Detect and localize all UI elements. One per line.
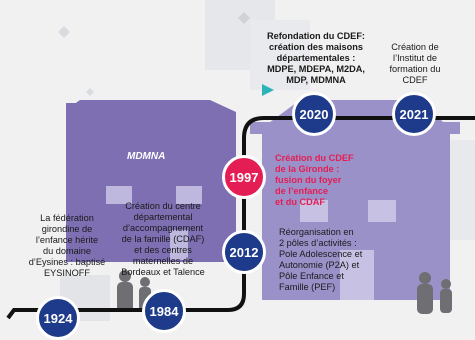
house-label: MDMNA (127, 151, 166, 162)
year-1984-badge: 1984 (142, 289, 186, 333)
year-2012-badge: 2012 (222, 230, 266, 274)
bg-square (250, 20, 310, 90)
play-arrow-icon (262, 84, 274, 96)
year-1924-badge: 1924 (36, 296, 80, 340)
year-1997-badge: 1997 (222, 155, 266, 199)
diamond-icon (238, 12, 250, 24)
left-house (66, 100, 236, 262)
people-silhouette (417, 272, 452, 314)
timeline-line (6, 116, 475, 320)
year-2021-badge: 2021 (392, 92, 436, 136)
diamond-icon (86, 88, 94, 96)
diamond-icon (58, 26, 70, 38)
year-2020-badge: 2020 (292, 92, 336, 136)
background-illustration (6, 0, 475, 321)
milestone-2020-text: Refondation du CDEF:création des maisons… (267, 31, 365, 85)
